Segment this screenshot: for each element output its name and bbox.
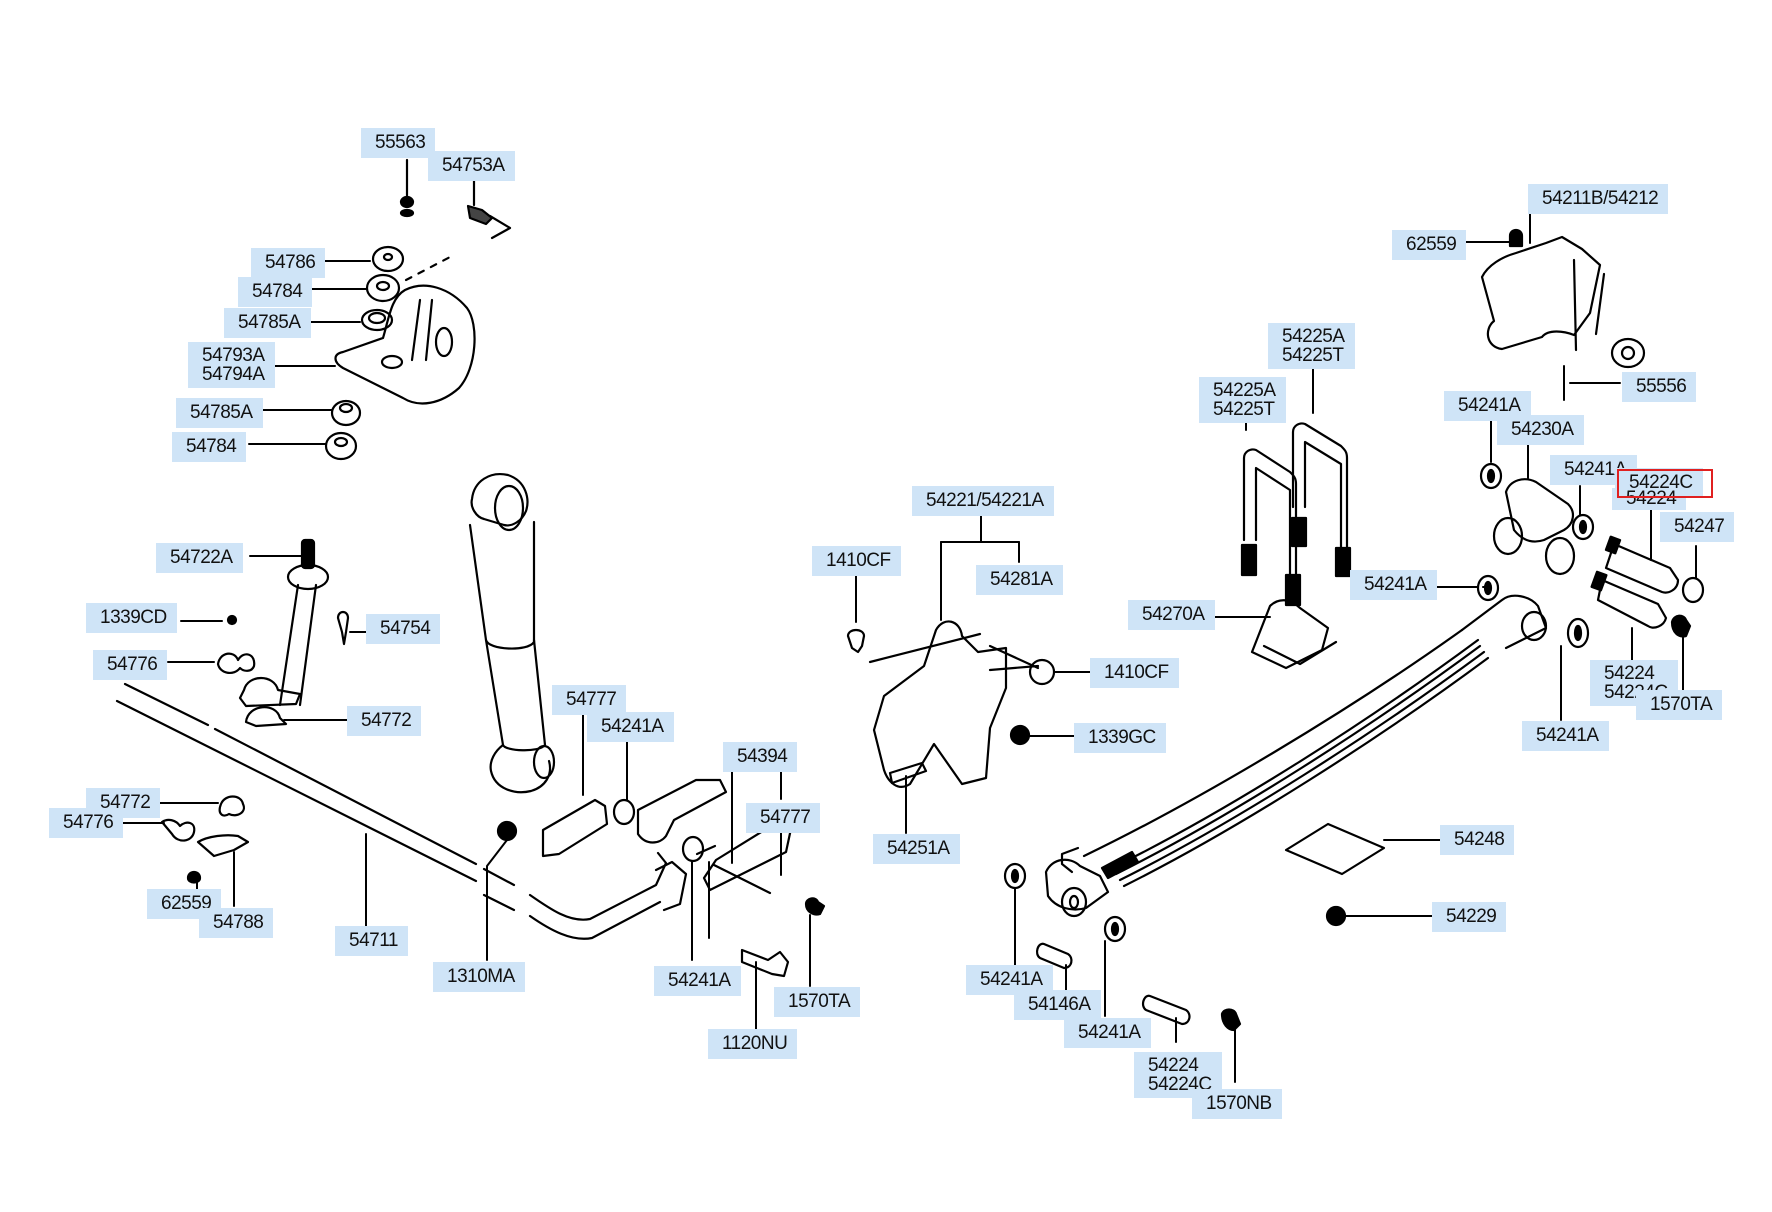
part-label-54241A[interactable]: 54241A [654, 966, 741, 996]
part-label-54711[interactable]: 54711 [335, 926, 408, 956]
front-hanger-bracket [846, 514, 1096, 834]
part-label-54788[interactable]: 54788 [199, 908, 274, 938]
part-label-1339CD[interactable]: 1339CD [86, 603, 177, 633]
part-label-54247[interactable]: 54247 [1660, 512, 1735, 542]
part-label-54394[interactable]: 54394 [723, 742, 798, 772]
part-label-54225A-54225T[interactable]: 54225A 54225T [1199, 377, 1286, 423]
part-label-54722A[interactable]: 54722A [156, 543, 243, 573]
part-label-54777[interactable]: 54777 [552, 685, 627, 715]
part-label-54230A[interactable]: 54230A [1497, 415, 1584, 445]
part-label-1410CF[interactable]: 1410CF [1090, 658, 1179, 688]
part-label-54221-54221A[interactable]: 54221/54221A [912, 486, 1054, 516]
part-label-55556[interactable]: 55556 [1622, 372, 1697, 402]
part-label-54786[interactable]: 54786 [251, 248, 326, 278]
part-label-54241A[interactable]: 54241A [1350, 570, 1437, 600]
part-label-54754[interactable]: 54754 [366, 614, 441, 644]
part-label-1310MA[interactable]: 1310MA [433, 962, 525, 992]
part-label-54229[interactable]: 54229 [1432, 902, 1507, 932]
part-label-54777[interactable]: 54777 [746, 803, 821, 833]
part-label-54224[interactable]: 54224 [1612, 488, 1687, 510]
part-label-54241A[interactable]: 54241A [587, 712, 674, 742]
part-label-54211B-54212[interactable]: 54211B/54212 [1528, 184, 1669, 214]
part-label-1339GC[interactable]: 1339GC [1074, 723, 1166, 753]
part-label-54270A[interactable]: 54270A [1128, 600, 1215, 630]
part-label-54785A[interactable]: 54785A [224, 308, 311, 338]
part-label-54776[interactable]: 54776 [93, 650, 168, 680]
part-label-54225A-54225T[interactable]: 54225A 54225T [1268, 323, 1355, 369]
leaf-spring [1003, 594, 1548, 1083]
part-label-54241A[interactable]: 54241A [1064, 1018, 1151, 1048]
stabilizer-link [167, 538, 373, 728]
shock-absorber [468, 473, 556, 794]
part-label-54281A[interactable]: 54281A [976, 565, 1063, 595]
part-label-54146A[interactable]: 54146A [1014, 990, 1101, 1020]
rear-hanger-bracket [1459, 210, 1646, 401]
leader-lines-top-left [248, 260, 371, 445]
part-label-54785A[interactable]: 54785A [176, 398, 263, 428]
rear-shackle [1432, 417, 1705, 721]
part-label-54753A[interactable]: 54753A [428, 151, 515, 181]
part-label-54241A[interactable]: 54241A [966, 965, 1053, 995]
part-label-54251A[interactable]: 54251A [873, 834, 960, 864]
part-label-54241A[interactable]: 54241A [1522, 721, 1609, 751]
part-label-62559[interactable]: 62559 [1392, 230, 1467, 260]
part-label-54776[interactable]: 54776 [49, 808, 124, 838]
part-label-54772[interactable]: 54772 [347, 706, 422, 736]
part-label-54793A-54794A[interactable]: 54793A 54794A [188, 342, 275, 388]
shackle-link-group [541, 706, 826, 1044]
part-label-1120NU[interactable]: 1120NU [708, 1029, 798, 1059]
part-label-54784[interactable]: 54784 [172, 432, 247, 462]
part-label-1570NB[interactable]: 1570NB [1192, 1089, 1282, 1119]
part-label-54784[interactable]: 54784 [238, 277, 313, 307]
spring-pad [1204, 599, 1338, 670]
part-label-55563[interactable]: 55563 [361, 128, 436, 158]
stabilizer-bracket-assembly [324, 158, 512, 461]
part-label-1410CF[interactable]: 1410CF [812, 546, 901, 576]
part-label-54248[interactable]: 54248 [1440, 825, 1515, 855]
part-label-1570TA[interactable]: 1570TA [774, 987, 861, 1017]
stabilizer-bar [115, 682, 688, 961]
part-label-1570TA[interactable]: 1570TA [1636, 690, 1723, 720]
